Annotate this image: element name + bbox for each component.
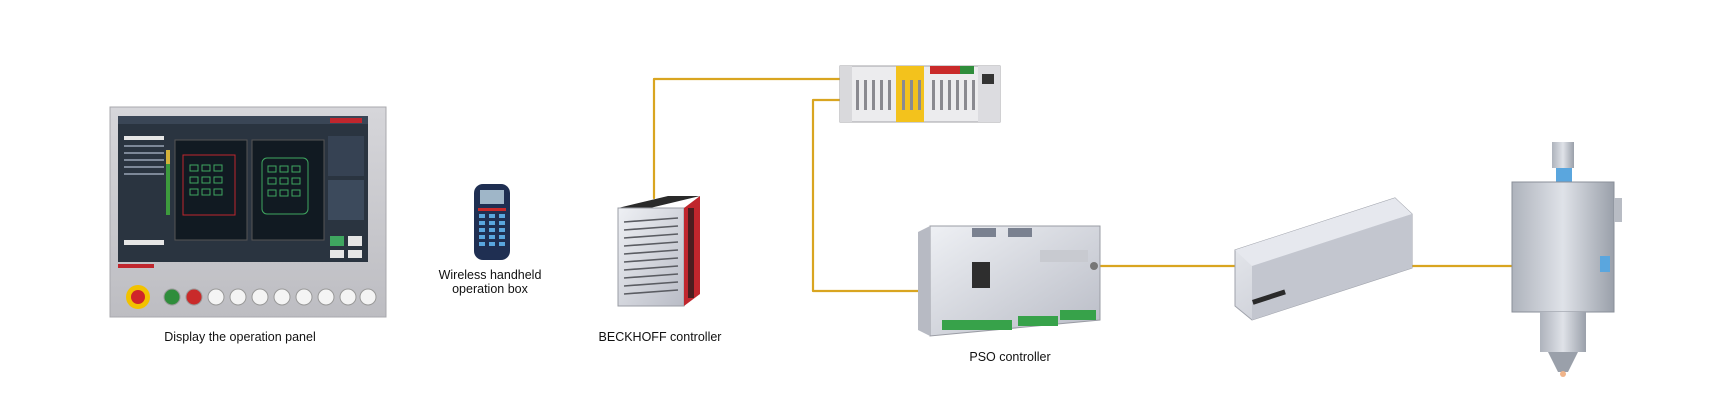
laser-cutting-head <box>1511 142 1622 377</box>
operation-panel <box>109 106 387 318</box>
panel-button-row <box>126 285 377 309</box>
beckhoff-controller-label: BECKHOFF controller <box>598 330 722 344</box>
pso-controller-label: PSO controller <box>969 350 1051 364</box>
wireless-handheld-box <box>474 184 510 260</box>
handheld-label-line1: Wireless handheld <box>438 268 542 282</box>
handheld-label: Wireless handheld operation box <box>430 268 550 296</box>
cables <box>652 77 1514 293</box>
pso-controller <box>918 225 1101 337</box>
operation-panel-label: Display the operation panel <box>164 330 316 344</box>
io-coupler-module <box>839 65 1001 123</box>
handheld-label-line2: operation box <box>452 282 528 296</box>
laser-source <box>1234 197 1413 321</box>
cable-beckhoff-to-io <box>652 77 842 200</box>
cable-io-to-pso <box>811 98 987 293</box>
beckhoff-controller <box>617 196 700 307</box>
